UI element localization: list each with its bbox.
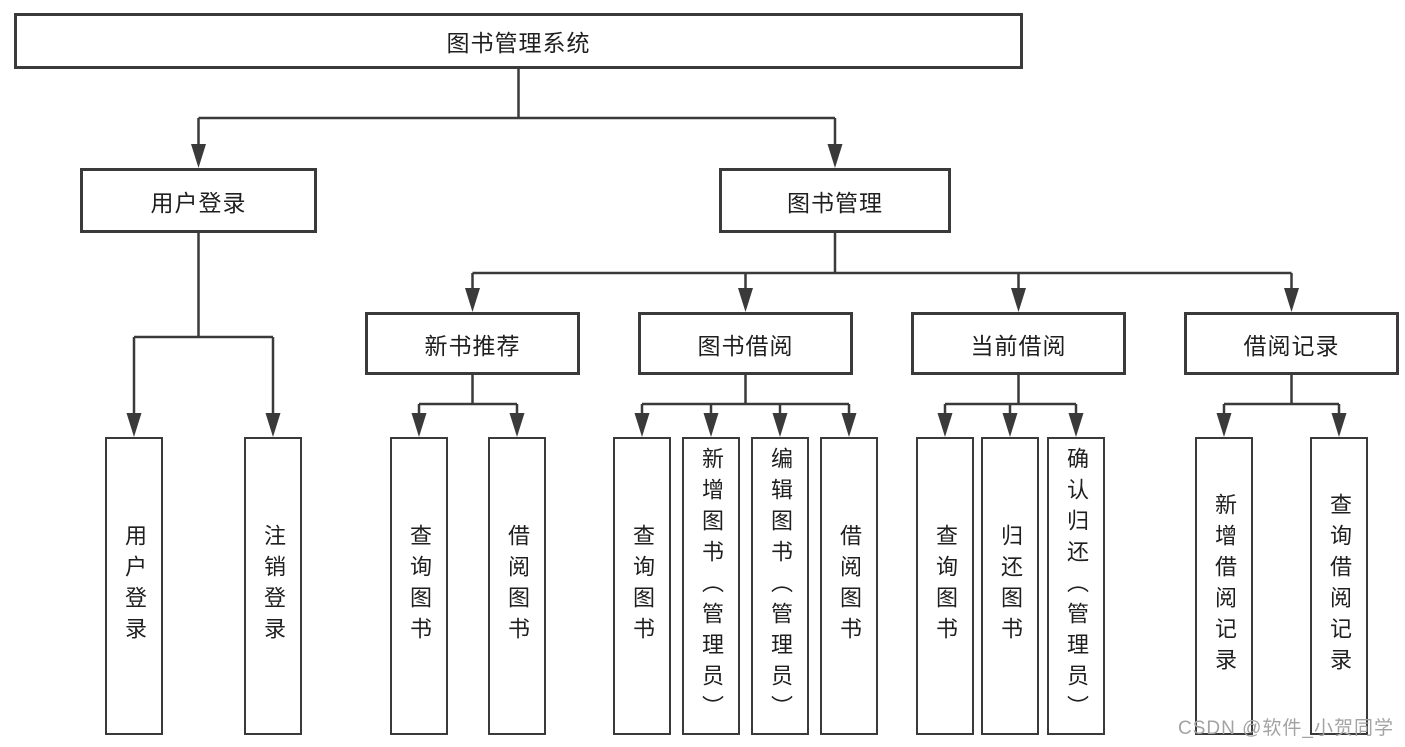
arrowhead-icon <box>937 413 953 437</box>
connector-line <box>197 69 837 148</box>
leaf-confirm-return-admin: 确认归还（管理员） <box>1047 437 1105 735</box>
leaf-borrow-books: 借阅图书 <box>820 437 878 735</box>
node-label: 归还图书 <box>998 524 1023 648</box>
node-library-system: 图书管理系统 <box>14 13 1023 69</box>
node-label: 新增图书（管理员） <box>699 446 724 726</box>
arrowhead-icon <box>191 144 206 168</box>
arrowhead-icon <box>841 413 857 437</box>
arrowhead-icon <box>1331 413 1347 437</box>
arrowhead-icon <box>1011 288 1026 312</box>
connector-line <box>417 375 519 417</box>
node-label: 注销登录 <box>261 524 286 648</box>
arrowhead-icon <box>772 413 788 437</box>
node-borrow-records: 借阅记录 <box>1184 312 1399 375</box>
node-new-book-recommend: 新书推荐 <box>365 312 580 375</box>
node-label: 借阅图书 <box>505 524 530 648</box>
node-label: 借阅记录 <box>1243 332 1340 359</box>
node-label: 新增借阅记录 <box>1212 493 1237 679</box>
node-book-management: 图书管理 <box>719 168 951 233</box>
node-label: 查询图书 <box>407 524 432 648</box>
arrowhead-icon <box>1284 288 1299 312</box>
arrowhead-icon <box>1216 413 1232 437</box>
arrowhead-icon <box>1002 413 1018 437</box>
leaf-add-borrow-record: 新增借阅记录 <box>1195 437 1253 735</box>
node-label: 编辑图书（管理员） <box>768 446 793 726</box>
node-label: 新书推荐 <box>424 332 521 359</box>
arrowhead-icon <box>703 413 719 437</box>
node-label: 图书借阅 <box>697 332 794 359</box>
watermark: CSDN @软件_小贺同学 <box>1178 718 1394 739</box>
arrowhead-icon <box>738 288 753 312</box>
arrowhead-icon <box>265 413 281 437</box>
leaf-user-login: 用户登录 <box>105 437 163 735</box>
leaf-query-books-borrow: 查询图书 <box>613 437 671 735</box>
leaf-edit-book-admin: 编辑图书（管理员） <box>751 437 809 735</box>
node-user-login: 用户登录 <box>80 168 317 233</box>
node-label: 查询图书 <box>630 524 655 648</box>
node-book-borrow: 图书借阅 <box>638 312 853 375</box>
leaf-query-books-recommend: 查询图书 <box>390 437 448 735</box>
leaf-borrow-books-recommend: 借阅图书 <box>488 437 546 735</box>
leaf-query-borrow-record: 查询借阅记录 <box>1310 437 1368 735</box>
connector-line <box>471 233 1293 292</box>
node-label: 查询借阅记录 <box>1327 493 1352 679</box>
leaf-return-books: 归还图书 <box>981 437 1039 735</box>
arrowhead-icon <box>465 288 480 312</box>
node-label: 当前借阅 <box>970 332 1067 359</box>
connector-line <box>640 375 851 417</box>
arrowhead-icon <box>634 413 650 437</box>
leaf-add-book-admin: 新增图书（管理员） <box>682 437 740 735</box>
arrowhead-icon <box>827 144 843 168</box>
connector-line <box>132 233 275 417</box>
node-label: 借阅图书 <box>837 524 862 648</box>
connector-line <box>1222 375 1341 417</box>
arrowhead-icon <box>1068 413 1084 437</box>
node-label: 图书管理系统 <box>446 30 591 56</box>
node-label: 用户登录 <box>122 524 147 648</box>
node-label: 用户登录 <box>150 189 247 216</box>
node-label: 确认归还（管理员） <box>1064 446 1089 726</box>
arrowhead-icon <box>126 413 142 437</box>
node-current-borrow: 当前借阅 <box>911 312 1126 375</box>
arrowhead-icon <box>509 413 525 437</box>
leaf-logout: 注销登录 <box>244 437 302 735</box>
node-label: 图书管理 <box>787 189 883 216</box>
node-label: 查询图书 <box>933 524 958 648</box>
connector-line <box>943 375 1078 417</box>
leaf-query-books-current: 查询图书 <box>916 437 974 735</box>
arrowhead-icon <box>411 413 427 437</box>
